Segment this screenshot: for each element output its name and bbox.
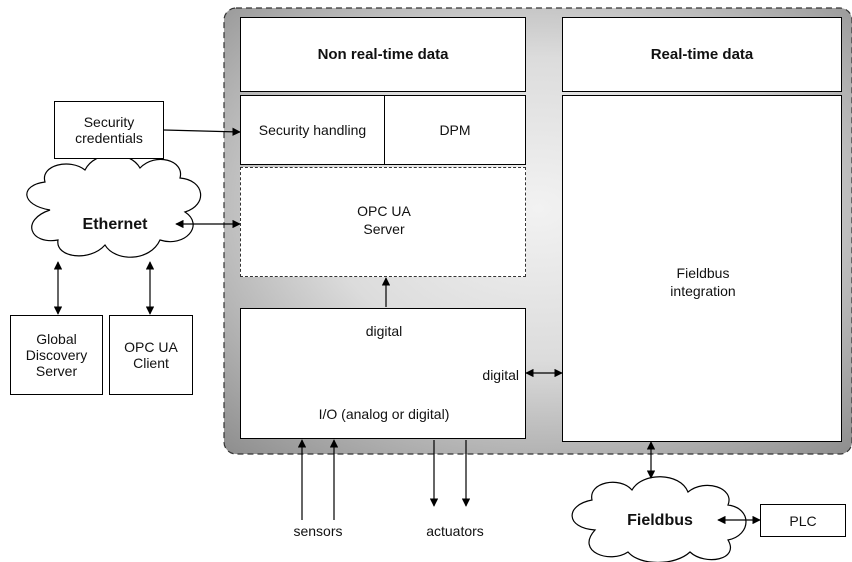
dpm-box: DPM <box>384 95 526 165</box>
security-handling-box: Security handling <box>240 95 385 165</box>
dpm-label: DPM <box>439 122 471 138</box>
ethernet-label: Ethernet <box>82 216 148 233</box>
non-realtime-title: Non real-time data <box>317 46 449 63</box>
fieldbus-cloud <box>571 476 747 562</box>
global-discovery-server-label: Global Discovery Server <box>25 331 88 379</box>
security-handling-label: Security handling <box>258 122 367 138</box>
opcua-client-box: OPC UA Client <box>109 315 193 395</box>
security-credentials-label: Security credentials <box>75 114 143 146</box>
global-discovery-server-box: Global Discovery Server <box>10 315 103 395</box>
arrow-credentials-to-security <box>163 127 241 136</box>
plc-box: PLC <box>760 504 846 537</box>
opcua-server-label: OPC UA Server <box>357 203 411 237</box>
ethernet-cloud <box>26 154 202 258</box>
opcua-server-box: OPC UA Server <box>240 167 526 277</box>
realtime-data-box: Real-time data <box>562 17 842 92</box>
non-realtime-data-box: Non real-time data <box>240 17 526 92</box>
io-top-label: digital <box>365 323 403 339</box>
opcua-client-label: OPC UA Client <box>124 339 178 371</box>
io-right-label: digital <box>482 367 519 383</box>
actuators-label: actuators <box>426 523 484 539</box>
security-credentials-box: Security credentials <box>54 101 164 159</box>
io-box: digital digital I/O (analog or digital) <box>240 308 526 439</box>
io-bottom-label: I/O (analog or digital) <box>318 406 450 422</box>
sensors-label: sensors <box>293 523 343 539</box>
fieldbus-integration-box: Fieldbus integration <box>562 95 842 442</box>
fieldbus-label: Fieldbus <box>627 512 693 529</box>
plc-label: PLC <box>789 512 817 529</box>
fieldbus-integration-label: Fieldbus integration <box>670 265 736 299</box>
realtime-title: Real-time data <box>650 46 754 63</box>
